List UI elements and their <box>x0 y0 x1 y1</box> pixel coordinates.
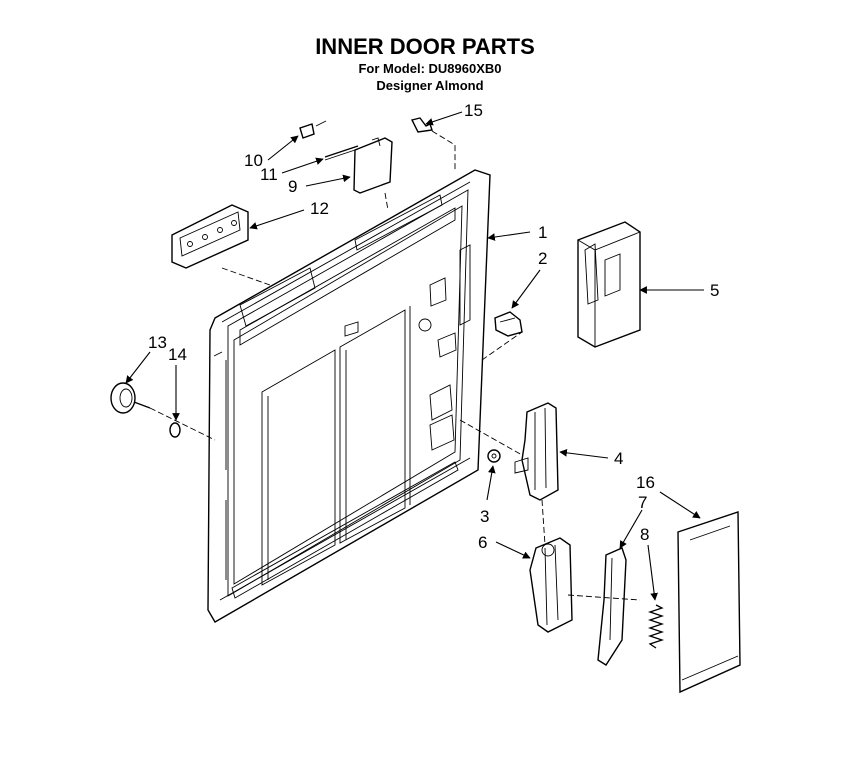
part-2-clip <box>494 311 523 337</box>
part-14-washer <box>169 422 181 438</box>
part-16-panel <box>677 511 741 694</box>
callout-10: 10 <box>244 151 263 170</box>
part-7-lever <box>597 547 627 666</box>
part-6-latch <box>529 537 573 633</box>
callout-13: 13 <box>148 333 167 352</box>
callout-6: 6 <box>478 533 487 552</box>
callout-14: 14 <box>168 345 187 364</box>
callout-4: 4 <box>614 449 623 468</box>
part-4-latch <box>514 402 559 501</box>
assembly-lines <box>149 130 641 601</box>
part-8-spring <box>647 604 665 649</box>
callout-3: 3 <box>480 507 489 526</box>
callout-5: 5 <box>710 281 719 300</box>
inner-door-panel <box>207 169 491 623</box>
callout-7: 7 <box>638 493 647 512</box>
part-10-clip <box>299 120 327 139</box>
part-12-bracket <box>171 204 249 269</box>
callout-1: 1 <box>538 223 547 242</box>
callout-9: 9 <box>288 177 297 196</box>
part-9-cover <box>353 137 393 194</box>
callout-2: 2 <box>538 249 547 268</box>
model-line: For Model: DU8960XB0 <box>358 61 501 76</box>
part-11-pin <box>324 145 359 161</box>
part-3-nut <box>487 449 501 463</box>
part-13-knob <box>110 382 151 414</box>
part-15-screw <box>410 117 433 133</box>
page-title: INNER DOOR PARTS <box>315 34 535 59</box>
finish-line: Designer Almond <box>376 78 483 93</box>
callout-11: 11 <box>260 165 278 184</box>
callout-16: 16 <box>636 473 655 492</box>
leader-lines <box>125 111 704 601</box>
callout-labels: 1 2 3 4 5 6 7 8 9 10 11 12 13 14 15 16 <box>148 101 719 552</box>
callout-12: 12 <box>310 199 329 218</box>
part-5-module <box>577 221 641 348</box>
callout-8: 8 <box>640 525 649 544</box>
callout-15: 15 <box>464 101 483 120</box>
